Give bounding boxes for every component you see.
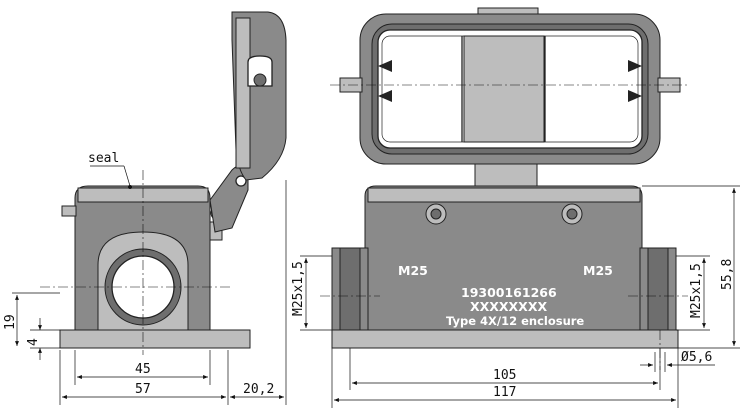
label-serial: XXXXXXXX bbox=[470, 299, 547, 314]
label-m25-right: M25 bbox=[583, 263, 613, 278]
label-enclosure: Type 4X/12 enclosure bbox=[446, 314, 584, 328]
side-view: seal bbox=[40, 11, 287, 355]
dim-4: 4 bbox=[26, 338, 41, 346]
lid-stem bbox=[474, 163, 538, 187]
front-view: M25 M25 19300161266 XXXXXXXX Type 4X/12 … bbox=[320, 7, 690, 370]
front-base-flange bbox=[331, 329, 679, 349]
side-base-flange bbox=[59, 329, 251, 349]
label-m25-left: M25 bbox=[398, 263, 428, 278]
dim-45: 45 bbox=[135, 362, 151, 377]
dim-117: 117 bbox=[493, 385, 516, 400]
dim-19: 19 bbox=[3, 314, 18, 330]
hinge-pin bbox=[235, 175, 247, 187]
dim-m25x1-5-right: M25x1,5 bbox=[689, 263, 704, 318]
side-view-dimensions: 45 57 20,2 19 4 bbox=[3, 180, 287, 405]
label-part-number: 19300161266 bbox=[461, 285, 557, 300]
dim-20-2: 20,2 bbox=[243, 382, 274, 397]
front-view-dimensions: M25x1,5 M25x1,5 55,8 105 117 Ø5,6 bbox=[291, 185, 740, 408]
lever-hinge bbox=[209, 165, 249, 233]
dim-105: 105 bbox=[493, 368, 516, 383]
dim-diameter-5-6: Ø5,6 bbox=[681, 350, 712, 365]
dim-m25x1-5-left: M25x1,5 bbox=[291, 261, 306, 316]
dim-55-8: 55,8 bbox=[720, 259, 735, 290]
seal-label: seal bbox=[88, 151, 119, 166]
side-stud-left bbox=[61, 205, 77, 217]
dim-57: 57 bbox=[135, 382, 151, 397]
